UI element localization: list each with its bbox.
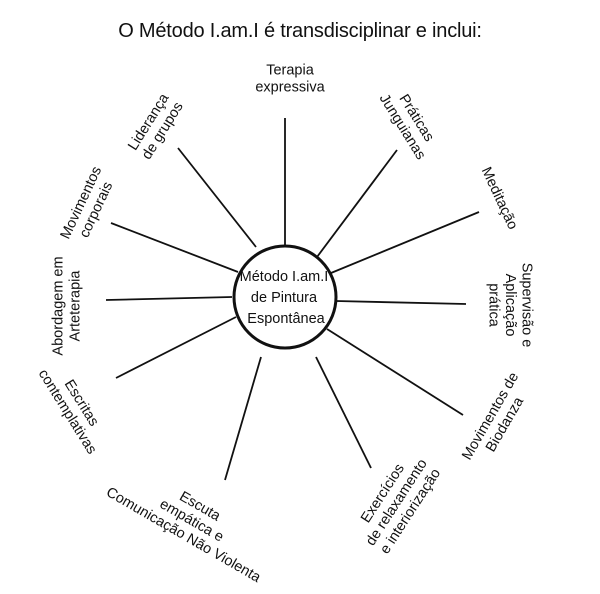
spoke-line-exercicios-relaxamento [315, 356, 372, 469]
spoke-label-escuta-empatica: Escutaempática eComunicação Não Violenta [103, 456, 280, 587]
spoke-label-movimentos-biodanza: Movimentos deBiodanza [459, 370, 536, 471]
spoke-line-movimentos-biodanza [326, 328, 464, 416]
spoke-label-escritas-contemplativas: Escritascontemplativas [35, 358, 114, 457]
spoke-label-line: Arteterapia [67, 270, 83, 342]
spoke-line-meditacao [330, 211, 480, 274]
spoke-label-abordagem-arteterapia: Abordagem emArteterapia [51, 256, 84, 355]
spoke-label-praticas-junguianas: PráticasJunguianas [376, 82, 443, 162]
spoke-label-line: Terapia [266, 63, 314, 79]
spoke-label-line: Abordagem em [51, 256, 67, 355]
spoke-label-movimentos-corporais: Movimentoscorporais [58, 164, 121, 249]
spoke-label-line: expressiva [255, 79, 325, 95]
spoke-label-line: Aplicação [502, 274, 518, 337]
center-label-line: Espontânea [247, 311, 325, 327]
spoke-label-exercicios-relaxamento: Exercíciosde relaxamentoe interiorização [349, 447, 445, 558]
center-circle [232, 244, 338, 350]
spoke-line-movimentos-corporais [110, 222, 239, 273]
spoke-line-escritas-contemplativas [115, 316, 237, 379]
spoke-label-supervisao-aplicacao: Supervisão eAplicaçãoprática [486, 263, 535, 348]
spoke-line-praticas-junguianas [316, 149, 398, 258]
spoke-line-escuta-empatica [224, 356, 262, 481]
spoke-label-meditacao: Meditação [478, 165, 521, 232]
center-label: Método I.am.I de Pintura Espontânea [240, 269, 333, 327]
center-label-line: Método I.am.I [240, 269, 329, 285]
spoke-line-abordagem-arteterapia [105, 296, 233, 301]
spoke-label-lideranca-grupos: Liderançade grupos [125, 90, 187, 162]
spoke-label-line: Supervisão e [519, 263, 535, 348]
spoke-label-line: prática [486, 283, 502, 327]
center-label-line: de Pintura [251, 290, 318, 306]
spoke-label-line: Meditação [478, 165, 521, 232]
spoke-lines [105, 118, 480, 481]
spoke-line-lideranca-grupos [177, 147, 257, 248]
page-title: O Método I.am.I é transdisciplinar e inc… [118, 20, 482, 42]
spoke-line-supervisao-aplicacao [335, 300, 467, 305]
